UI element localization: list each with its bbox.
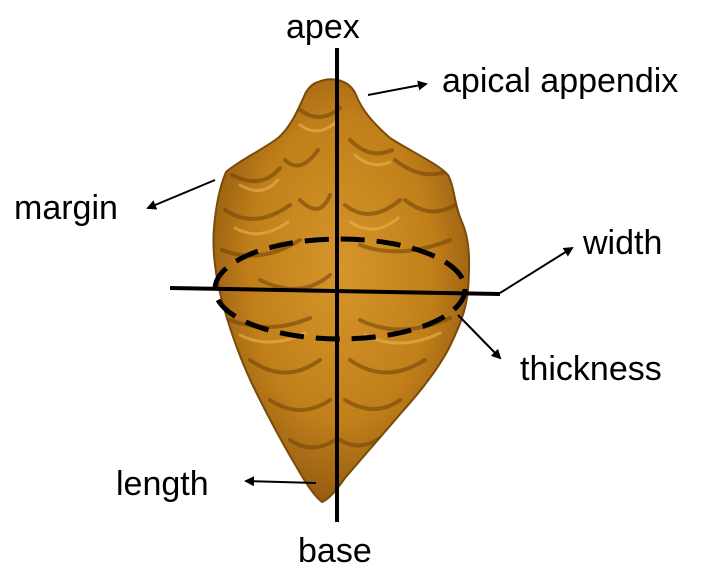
margin-label: margin <box>14 191 118 225</box>
margin-arrow <box>148 180 215 208</box>
apex-label: apex <box>286 10 360 44</box>
thickness-label: thickness <box>520 352 662 386</box>
base-label: base <box>298 534 372 568</box>
width-label: width <box>583 226 662 260</box>
thickness-arrow <box>458 315 500 358</box>
width-arrow <box>500 248 572 293</box>
apical-appendix-arrow <box>368 84 426 95</box>
length-label: length <box>116 467 209 501</box>
apical-appendix-label: apical appendix <box>442 64 678 98</box>
